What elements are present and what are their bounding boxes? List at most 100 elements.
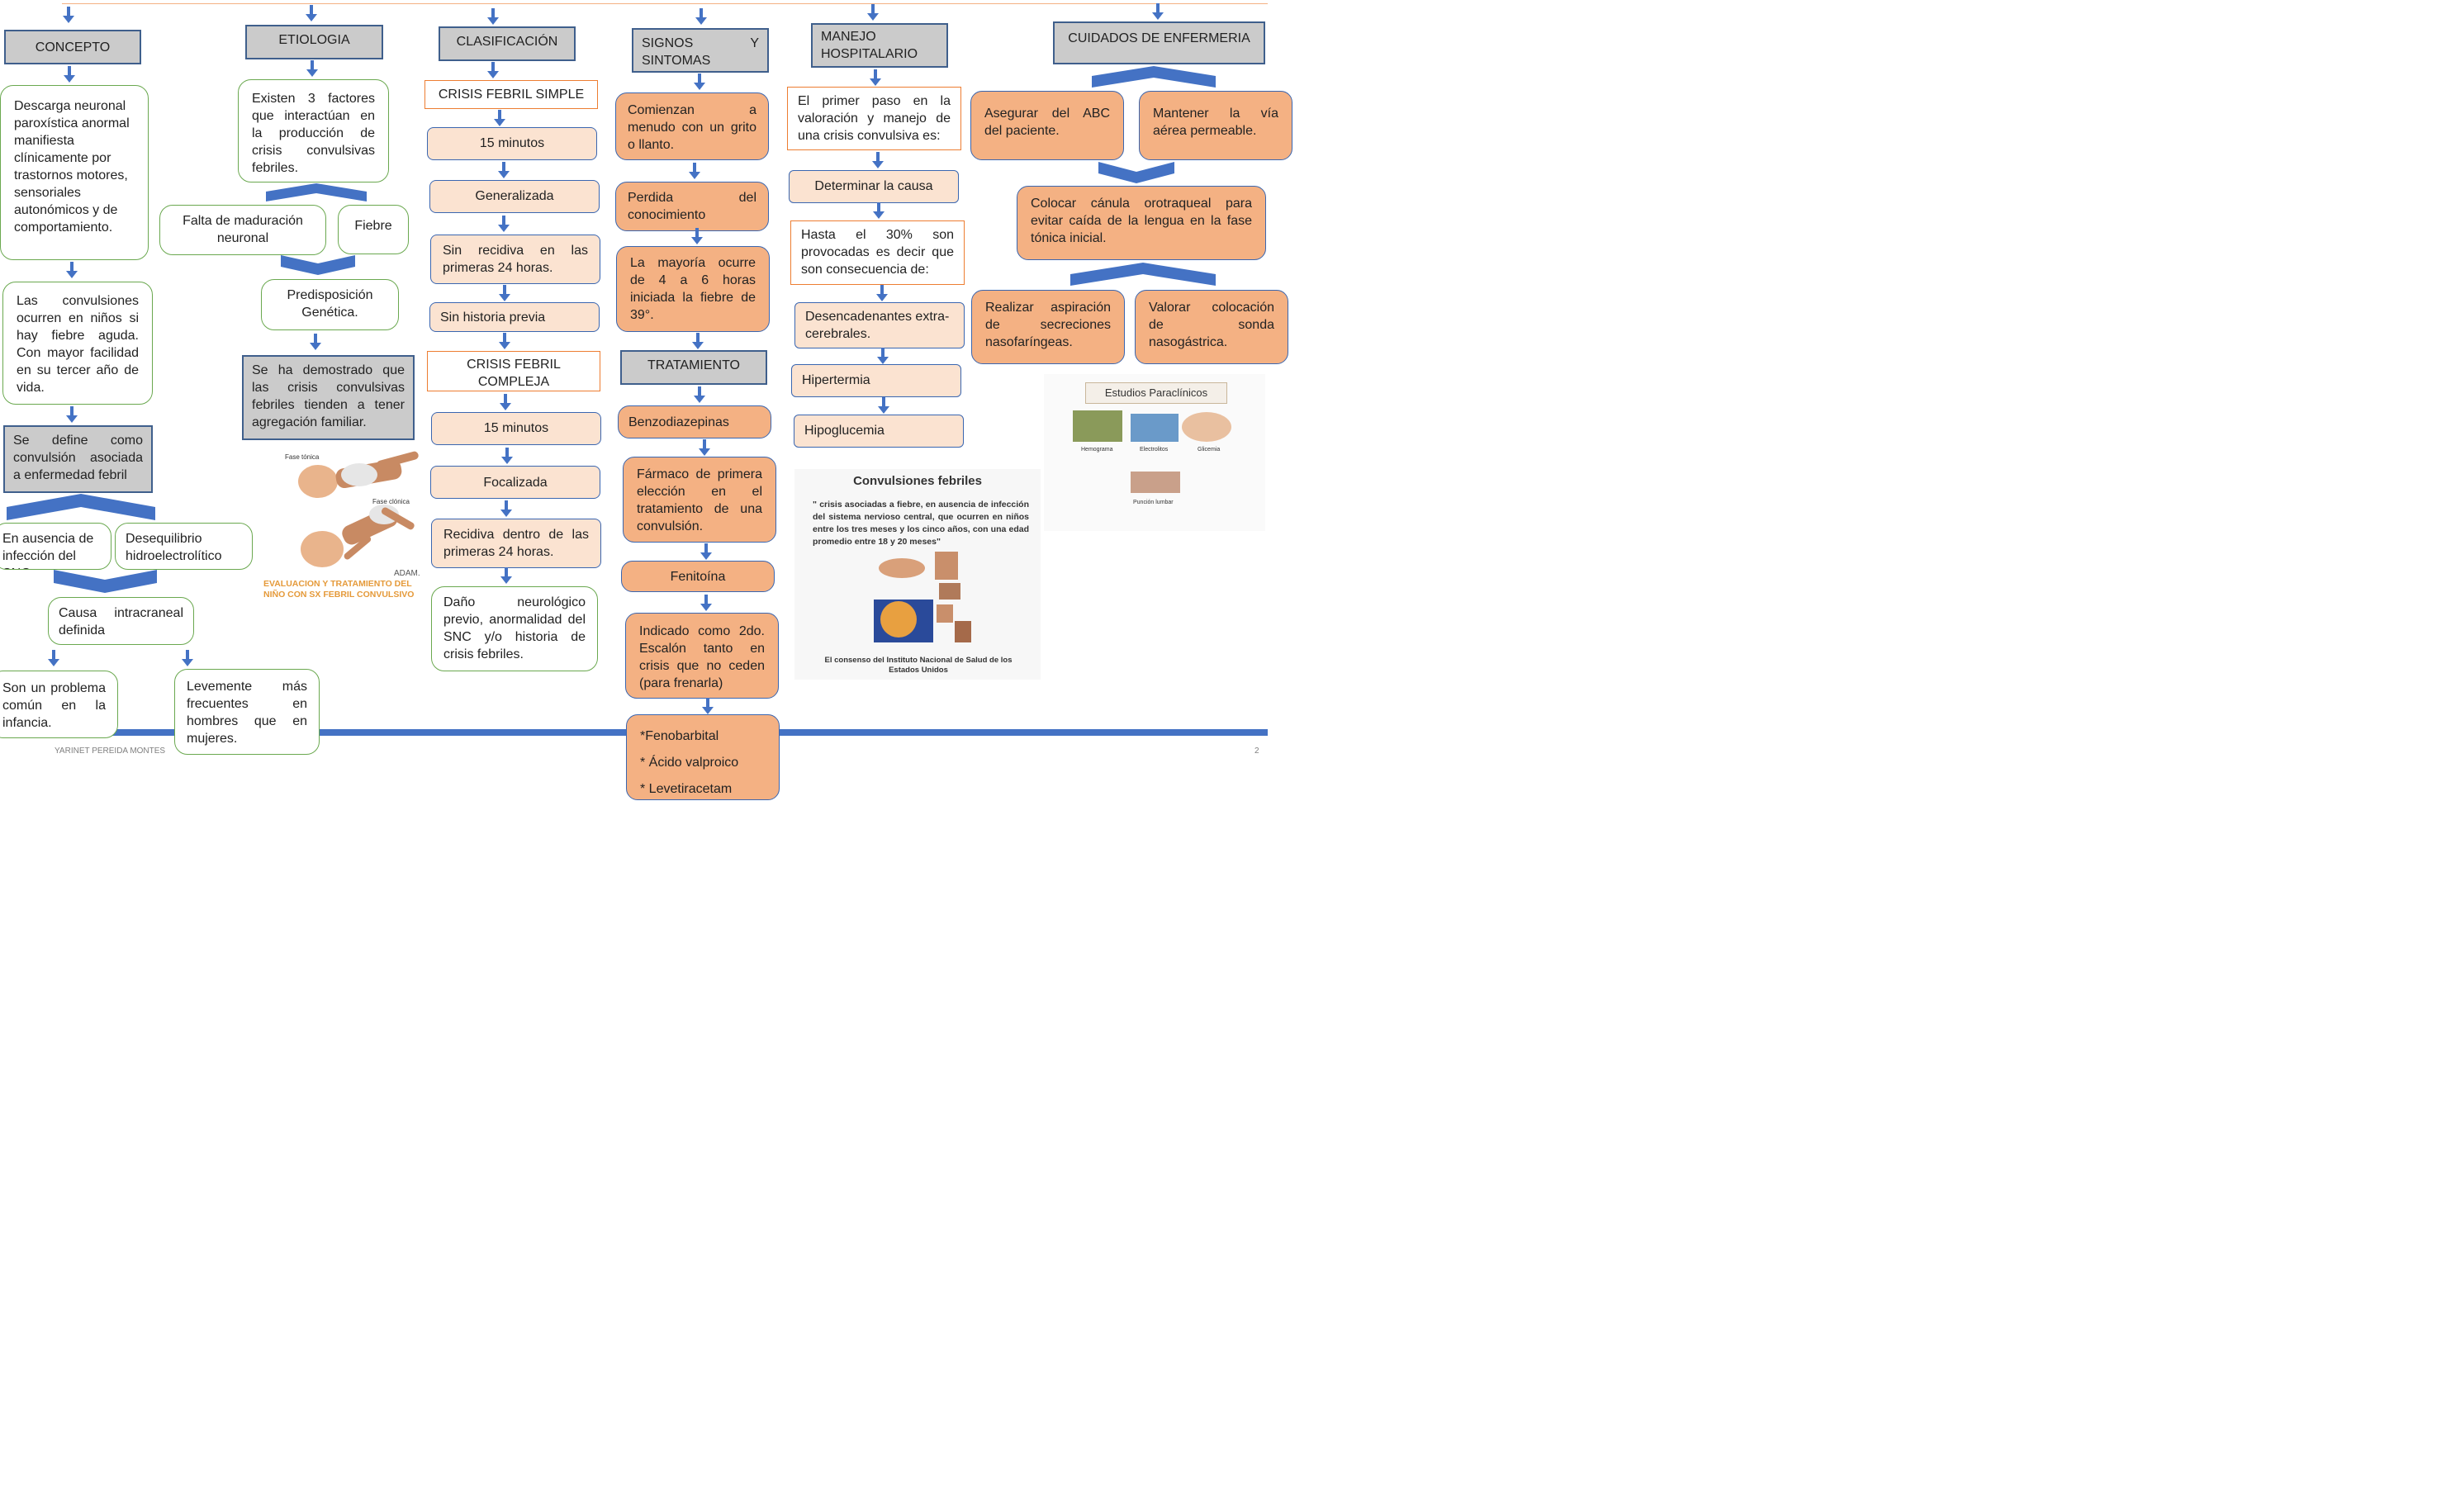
etiologia-factores-box: Existen 3 factores que interactúan en la… <box>238 79 389 182</box>
down-arrow-icon <box>48 650 59 666</box>
levetiracetam-item: * Levetiracetam <box>640 782 733 796</box>
manejo-primer-paso-box: El primer paso en la valoración y manejo… <box>787 87 961 150</box>
down-arrow-icon <box>694 386 705 403</box>
compleja-recidiva-box: Recidiva dentro de las primeras 24 horas… <box>431 519 601 568</box>
top-divider <box>62 3 1268 4</box>
concepto-header: CONCEPTO <box>4 30 141 64</box>
compleja-focalizada-box: Focalizada <box>430 466 600 499</box>
down-arrow-icon <box>699 439 710 456</box>
simple-sin-historia-box: Sin historia previa <box>429 302 600 332</box>
tratamiento-header: TRATAMIENTO <box>620 350 767 385</box>
down-arrow-icon <box>872 152 884 168</box>
febrile-seizure-illustration: Fase tónica Fase clónica ADAM. EVALUACIO… <box>260 448 427 605</box>
tratamiento-fenitoina-box: Fenitoína <box>621 561 775 592</box>
manejo-causa-box: Determinar la causa <box>789 170 959 203</box>
cuidados-aspiracion-box: Realizar aspiración de secreciones nasof… <box>971 290 1125 364</box>
down-arrow-icon <box>500 500 512 517</box>
down-arrow-icon <box>702 698 714 714</box>
down-arrow-icon <box>876 285 888 301</box>
convulsiones-febriles-slide: Convulsiones febriles " crisis asociadas… <box>794 469 1041 680</box>
down-arrow-icon <box>501 448 513 464</box>
cuidados-canula-box: Colocar cánula orotraqueal para evitar c… <box>1017 186 1266 260</box>
down-arrow-icon <box>877 348 889 364</box>
down-arrow-icon <box>878 397 889 414</box>
clasificacion-header: CLASIFICACIÓN <box>439 26 576 61</box>
hemograma-label: Hemograma <box>1081 447 1113 453</box>
down-arrow-icon <box>689 163 700 179</box>
down-arrow-icon <box>694 73 705 90</box>
manejo-hipertermia-box: Hipertermia <box>791 364 961 397</box>
etiologia-maduracion-box: Falta de maduración neuronal <box>159 205 326 255</box>
chevron-up-icon <box>7 494 155 520</box>
down-arrow-icon <box>499 333 510 349</box>
slide-collage-image <box>874 552 971 642</box>
crisis-compleja-title: CRISIS FEBRIL COMPLEJA <box>427 351 600 391</box>
compleja-15min-box: 15 minutos <box>431 412 601 445</box>
glicemia-label: Glicemia <box>1198 447 1221 453</box>
down-arrow-icon <box>63 7 74 23</box>
concepto-define-box: Se define como convulsión asociada a enf… <box>3 425 153 493</box>
down-arrow-icon <box>306 60 318 77</box>
etiologia-header: ETIOLOGIA <box>245 25 383 59</box>
page-number: 2 <box>1254 747 1259 756</box>
manejo-header: MANEJO HOSPITALARIO <box>811 23 948 68</box>
child-seizure-image <box>298 451 419 567</box>
chevron-up-icon <box>1092 66 1216 88</box>
slide-footer: El consenso del Instituto Nacional de Sa… <box>824 656 1013 675</box>
down-arrow-icon <box>1152 3 1164 20</box>
compleja-dano-box: Daño neurológico previo, anormalidad del… <box>431 586 598 671</box>
down-arrow-icon <box>310 334 321 350</box>
acido-valproico-item: * Ácido valproico <box>640 756 739 770</box>
paraclinicos-title: Estudios Paraclínicos <box>1085 382 1227 404</box>
down-arrow-icon <box>66 262 78 278</box>
down-arrow-icon <box>64 66 75 83</box>
cuidados-sonda-box: Valorar colocación de sonda nasogástrica… <box>1135 290 1288 364</box>
down-arrow-icon <box>873 202 885 219</box>
cuidados-header: CUIDADOS DE ENFERMERIA <box>1053 21 1265 64</box>
simple-15min-box: 15 minutos <box>427 127 597 160</box>
concepto-problema-box: Son un problema común en la infancia. <box>0 671 118 738</box>
signos-grito-box: Comienzan a menudo con un grito o llanto… <box>615 92 769 160</box>
down-arrow-icon <box>691 228 703 244</box>
chevron-down-icon <box>281 255 355 275</box>
etiologia-fiebre-box: Fiebre <box>338 205 409 254</box>
etiologia-familiar-box: Se ha demostrado que las crisis convulsi… <box>242 355 415 440</box>
concepto-age-box: Las convulsiones ocurren en niños si hay… <box>2 282 153 405</box>
down-arrow-icon <box>692 333 704 349</box>
concepto-desequilibrio-box: Desequilibrio hidroelectrolítico <box>115 523 253 570</box>
chevron-down-icon <box>1098 162 1174 183</box>
cuidados-abc-box: Asegurar del ABC del paciente. <box>970 91 1124 160</box>
phase-tonic-label: Fase tónica <box>285 453 320 461</box>
slide-title: Convulsiones febriles <box>853 474 982 488</box>
signos-conocimiento-box: Perdida del conocimiento <box>615 182 769 231</box>
down-arrow-icon <box>487 62 499 78</box>
down-arrow-icon <box>870 69 881 86</box>
down-arrow-icon <box>695 8 707 25</box>
tratamiento-escalon-box: Indicado como 2do. Escalón tanto en cris… <box>625 613 779 699</box>
down-arrow-icon <box>867 4 879 21</box>
tratamiento-benzo-box: Benzodiazepinas <box>618 405 771 438</box>
manejo-desencadenantes-box: Desencadenantes extra- cerebrales. <box>794 302 965 348</box>
illustration-caption: EVALUACION Y TRATAMIENTO DEL NIÑO CON SX… <box>263 579 415 600</box>
down-arrow-icon <box>182 650 193 666</box>
concepto-no-snc-box: En ausencia de infección del SNC <box>0 523 111 570</box>
down-arrow-icon <box>494 110 505 126</box>
etiologia-genetica-box: Predisposición Genética. <box>261 279 399 330</box>
simple-sin-recidiva-box: Sin recidiva en las primeras 24 horas. <box>430 235 600 284</box>
down-arrow-icon <box>500 394 511 410</box>
crisis-simple-title: CRISIS FEBRIL SIMPLE <box>424 80 598 109</box>
estudios-paraclinicos-slide: Estudios Paraclínicos Hemograma Electrol… <box>1044 374 1265 531</box>
concepto-definition-box: Descarga neuronal paroxística anormal ma… <box>0 85 149 260</box>
down-arrow-icon <box>700 595 712 611</box>
concepto-frecuentes-box: Levemente más frecuentes en hombres que … <box>174 669 320 755</box>
signos-header: SIGNOS Y SINTOMAS <box>632 28 769 73</box>
down-arrow-icon <box>499 285 510 301</box>
down-arrow-icon <box>306 5 317 21</box>
fenobarbital-item: *Fenobarbital <box>640 729 719 743</box>
slide-quote: " crisis asociadas a fiebre, en ausencia… <box>813 500 1029 547</box>
concepto-causa-box: Causa intracraneal definida <box>48 597 194 645</box>
manejo-hipoglucemia-box: Hipoglucemia <box>794 415 964 448</box>
chevron-down-icon <box>54 570 157 593</box>
puncion-lumbar-label: Punción lumbar <box>1133 500 1174 505</box>
simple-generalizada-box: Generalizada <box>429 180 600 213</box>
